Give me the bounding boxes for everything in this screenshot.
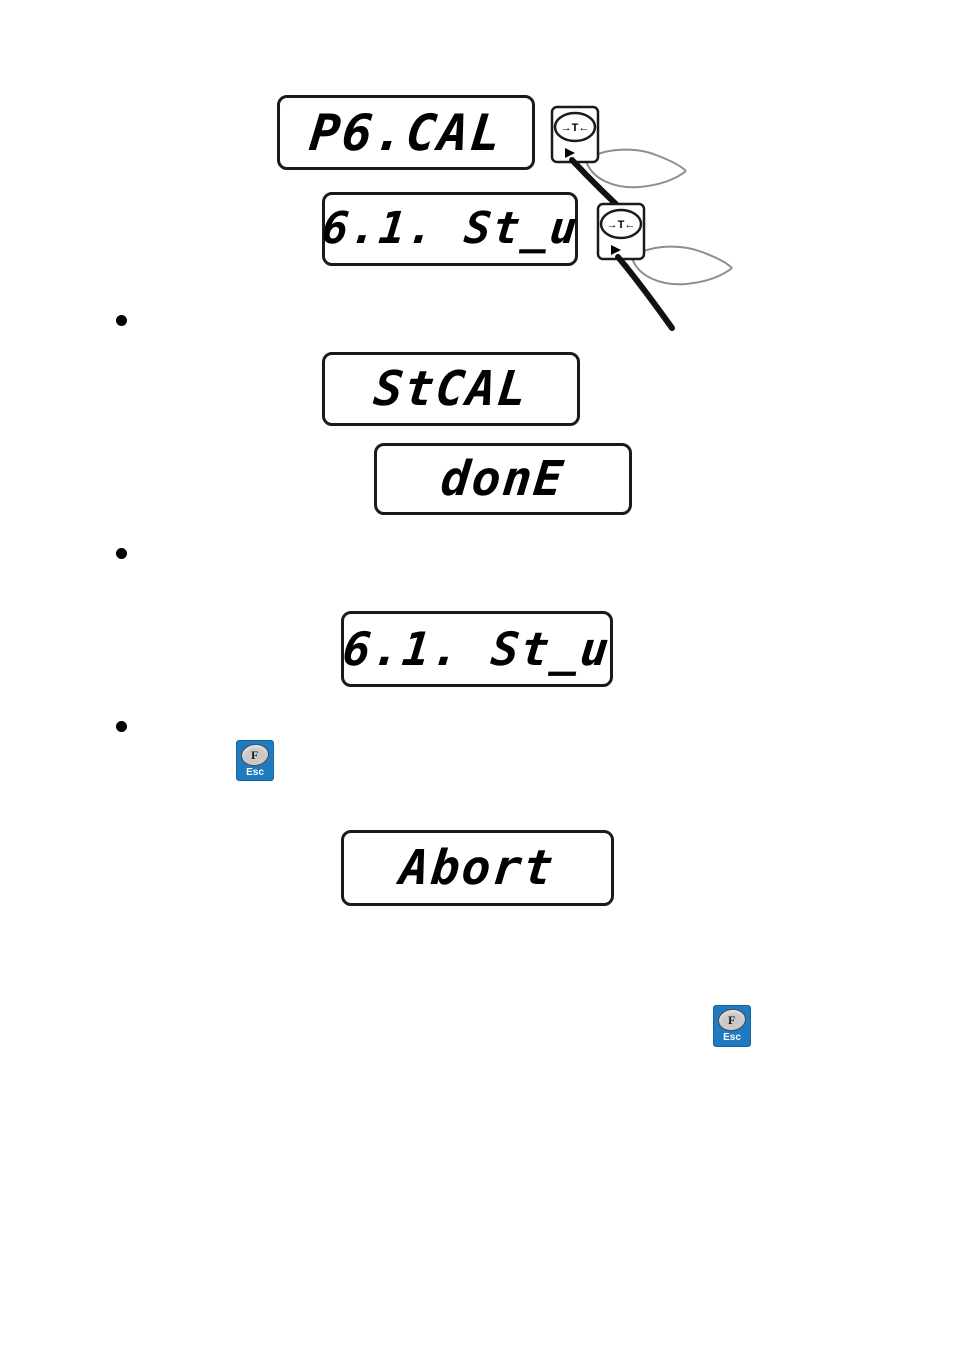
- lcd-display-done: donE: [374, 443, 632, 515]
- lcd-value: donE: [438, 451, 568, 507]
- lcd-value: 6.1. St_u: [319, 203, 581, 254]
- lcd-value: P6.CAL: [306, 103, 506, 162]
- bullet-point: [116, 721, 127, 732]
- lcd-display-6-1-st-u-top: 6.1. St_u: [319, 192, 581, 266]
- lcd-value: Abort: [397, 840, 558, 896]
- f-esc-key-button[interactable]: F Esc: [713, 1005, 751, 1047]
- f-key-oval-icon: F: [716, 1007, 748, 1033]
- f-key-letter: F: [251, 748, 259, 762]
- lcd-value: StCAL: [370, 361, 532, 417]
- lcd-value: 6.1. St_u: [340, 622, 614, 676]
- tare-key-glyph: →T←: [607, 219, 636, 231]
- bullet-point: [116, 548, 127, 559]
- tare-key-glyph: →T←: [561, 122, 590, 134]
- tare-key-press-illustration: →T←: [596, 202, 733, 331]
- f-key-oval-icon: F: [239, 742, 271, 768]
- lcd-display-abort: Abort: [341, 830, 614, 906]
- lcd-display-p6-cal: P6.CAL: [277, 95, 535, 170]
- esc-key-label: Esc: [723, 1032, 741, 1043]
- f-esc-key-button[interactable]: F Esc: [236, 740, 274, 781]
- bullet-point: [116, 315, 127, 326]
- lcd-display-stcal: StCAL: [322, 352, 580, 426]
- f-key-letter: F: [728, 1013, 736, 1027]
- esc-key-label: Esc: [246, 767, 264, 778]
- lcd-display-6-1-st-u-bottom: 6.1. St_u: [341, 611, 613, 687]
